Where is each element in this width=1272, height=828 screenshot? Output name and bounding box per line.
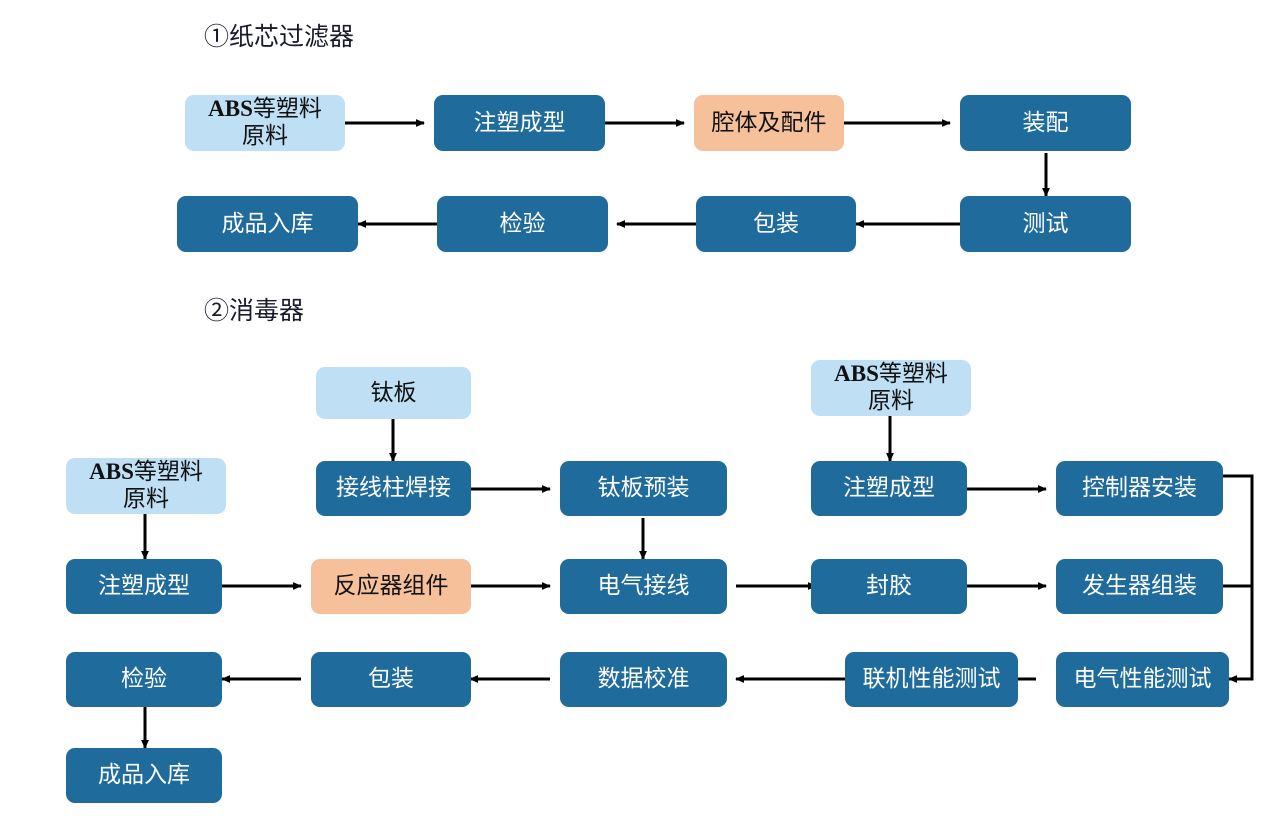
node-titanium-preassembly: 钛板预装 — [560, 461, 727, 516]
node-label-abs-line2: 原料 — [868, 388, 914, 413]
node-label: 反应器组件 — [333, 573, 449, 599]
node-label: 接线柱焊接 — [336, 475, 451, 501]
node-label-abs-line2: 原料 — [123, 486, 169, 511]
node-label-abs-line2: 原料 — [242, 123, 288, 148]
node-label: 测试 — [1022, 210, 1069, 236]
node-abs-material-top-2: ABS等塑料 原料 — [811, 360, 971, 416]
node-abs-material-left-2: ABS等塑料 原料 — [66, 458, 226, 514]
node-sealing: 封胶 — [811, 559, 967, 614]
node-injection-molding-1: 注塑成型 — [434, 95, 605, 151]
node-label: 钛板 — [370, 379, 417, 405]
section-title-2: ②消毒器 — [204, 298, 305, 325]
node-packaging-2: 包装 — [311, 652, 471, 707]
node-electrical-performance-test: 电气性能测试 — [1056, 652, 1229, 707]
node-label: 注塑成型 — [98, 573, 190, 599]
node-online-performance-test: 联机性能测试 — [845, 652, 1018, 707]
node-abs-material-1: ABS等塑料 原料 — [185, 95, 345, 151]
node-packaging-1: 包装 — [696, 196, 856, 252]
node-label: 电气性能测试 — [1073, 666, 1212, 692]
node-titanium-plate: 钛板 — [316, 367, 471, 419]
node-generator-assembly: 发生器组装 — [1056, 559, 1223, 614]
node-label: 检验 — [121, 666, 167, 692]
node-terminal-welding: 接线柱焊接 — [316, 461, 471, 516]
node-electrical-wiring: 电气接线 — [560, 559, 727, 614]
node-label: 控制器安装 — [1082, 475, 1197, 501]
node-label: 检验 — [499, 210, 546, 236]
node-label-abs-rest: 等塑料 — [878, 361, 948, 387]
node-label: 成品入库 — [98, 762, 190, 788]
node-label: 腔体及配件 — [711, 109, 827, 135]
node-label: 发生器组装 — [1082, 573, 1197, 599]
node-label: 数据校准 — [597, 666, 690, 692]
node-label: 注塑成型 — [473, 109, 566, 135]
node-label: 装配 — [1022, 109, 1069, 135]
node-label: 包装 — [368, 666, 414, 692]
node-label: 钛板预装 — [597, 475, 690, 501]
node-label-abs-bold: ABS — [89, 459, 134, 485]
node-injection-molding-left-2: 注塑成型 — [66, 559, 222, 614]
node-inspection-2: 检验 — [66, 652, 222, 707]
node-data-calibration: 数据校准 — [560, 652, 727, 707]
node-label: 联机性能测试 — [862, 666, 1001, 692]
node-finished-goods-warehouse-1: 成品入库 — [177, 196, 358, 252]
node-label: 包装 — [753, 210, 799, 236]
edge-ctrl-to-electest — [1222, 474, 1254, 683]
node-label-abs-rest: 等塑料 — [133, 459, 203, 485]
node-injection-molding-right-2: 注塑成型 — [811, 461, 967, 516]
node-controller-installation: 控制器安装 — [1056, 461, 1223, 516]
node-test-1: 测试 — [960, 196, 1131, 252]
node-label: 电气接线 — [597, 573, 690, 599]
node-inspection-1: 检验 — [437, 196, 608, 252]
node-label: 封胶 — [866, 573, 912, 599]
node-assembly-1: 装配 — [960, 95, 1131, 151]
node-cavity-parts: 腔体及配件 — [694, 95, 844, 151]
node-label: 成品入库 — [221, 210, 314, 236]
node-label-abs-bold: ABS — [834, 361, 879, 387]
node-reactor-assembly-component: 反应器组件 — [311, 559, 471, 614]
node-label-abs-bold: ABS — [208, 96, 253, 122]
node-label-abs-rest: 等塑料 — [252, 96, 322, 122]
node-label: 注塑成型 — [843, 475, 935, 501]
node-finished-goods-warehouse-2: 成品入库 — [66, 748, 222, 803]
section-title-1: ①纸芯过滤器 — [204, 24, 355, 51]
